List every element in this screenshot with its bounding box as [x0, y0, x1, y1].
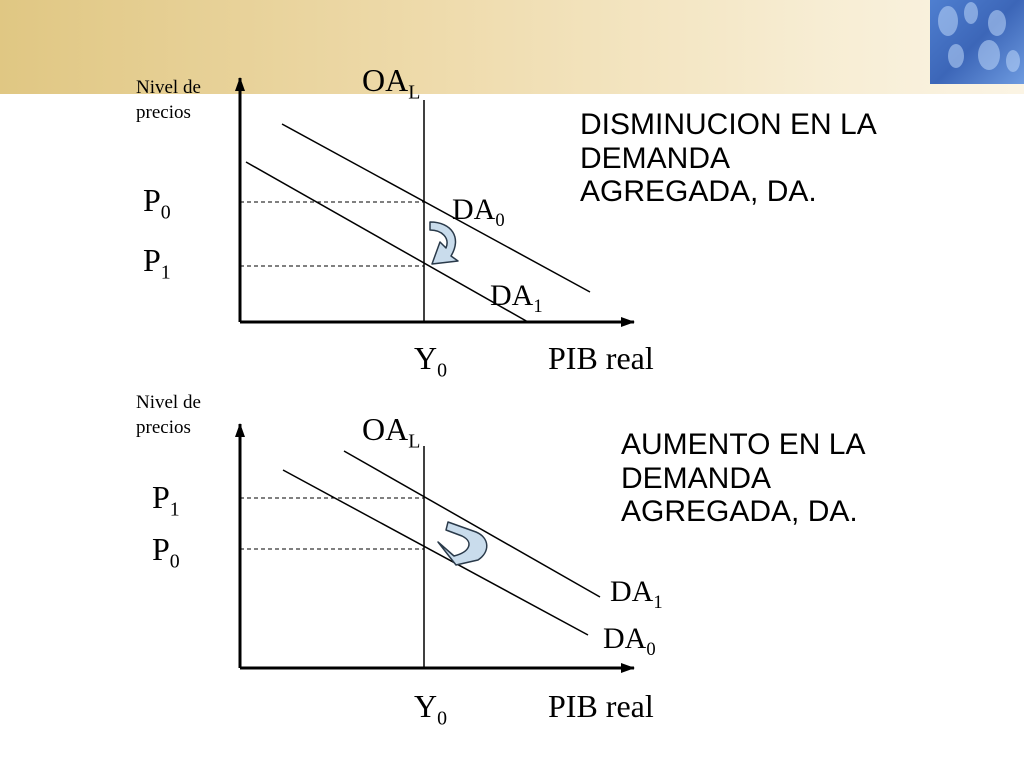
top-shift-arrow-icon: [429, 221, 459, 265]
top-demand-curve-upper: [281, 123, 591, 293]
top-demand-upper-label: DA0: [452, 193, 505, 232]
bottom-demand-upper-label: DA1: [610, 575, 663, 614]
bottom-output-label: Y0: [414, 688, 448, 730]
top-demand-curve-lower: [245, 161, 529, 323]
bottom-price-lower-label: P0: [152, 531, 180, 573]
bottom-demand-curve-upper: [343, 450, 601, 598]
top-caption: DISMINUCION EN LA DEMANDA AGREGADA, DA.: [580, 108, 877, 209]
bottom-demand-curve-lower: [282, 469, 589, 636]
top-output-label: Y0: [414, 340, 448, 382]
bottom-caption: AUMENTO EN LA DEMANDA AGREGADA, DA.: [621, 428, 866, 529]
header-banner: [0, 0, 1024, 94]
top-y-axis-label: Nivel de precios: [136, 77, 201, 124]
bottom-demand-lower-label: DA0: [603, 622, 656, 661]
bottom-shift-arrow-icon: [437, 521, 488, 566]
bottom-supply-label: OAL: [362, 411, 421, 453]
bottom-price-upper-label: P1: [152, 479, 180, 521]
top-price-lower-label: P1: [143, 242, 171, 284]
top-x-axis-label: PIB real: [548, 340, 654, 376]
bottom-y-axis-label: Nivel de precios: [136, 392, 201, 439]
top-supply-label: OAL: [362, 62, 421, 104]
corner-decoration-image: [930, 0, 1024, 84]
top-demand-lower-label: DA1: [490, 279, 543, 318]
bottom-x-axis-label: PIB real: [548, 688, 654, 724]
top-price-upper-label: P0: [143, 182, 171, 224]
